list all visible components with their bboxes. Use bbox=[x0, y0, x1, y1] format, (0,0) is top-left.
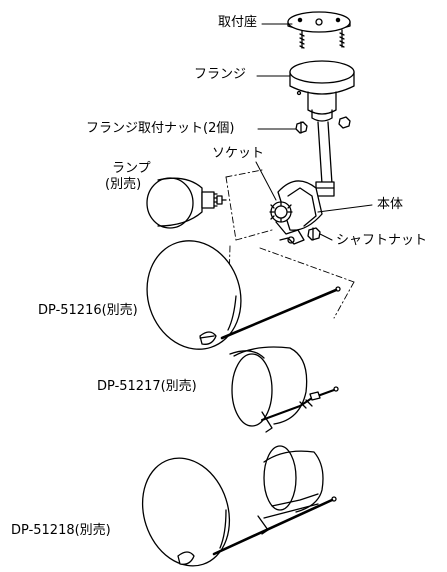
dp-51217-cylinder bbox=[229, 346, 339, 433]
label-lamp-note: (別売) bbox=[105, 177, 142, 192]
flange-nut-left bbox=[295, 121, 308, 134]
label-body: 本体 bbox=[377, 197, 404, 212]
label-socket: ソケット bbox=[212, 146, 265, 161]
label-dp-51216: DP-51216(別売) bbox=[38, 303, 138, 318]
label-mount-base: 取付座 bbox=[218, 15, 258, 30]
label-lamp: ランプ bbox=[112, 161, 151, 176]
label-flange: フランジ bbox=[194, 67, 247, 82]
label-dp-51217: DP-51217(別売) bbox=[97, 379, 197, 394]
label-dp-51218: DP-51218(別売) bbox=[11, 523, 111, 538]
label-flange-nut: フランジ取付ナット(2個) bbox=[86, 121, 235, 136]
dp-51218-disc bbox=[141, 457, 337, 567]
body-socket bbox=[269, 180, 323, 245]
lamp bbox=[146, 177, 227, 229]
stem bbox=[315, 121, 335, 197]
leader-lines bbox=[255, 23, 373, 241]
dp-51218-cylinder bbox=[257, 445, 324, 535]
label-shaft-nut: シャフトナット bbox=[336, 233, 428, 248]
mount-base bbox=[287, 11, 351, 49]
dp-51216-disc bbox=[146, 240, 341, 350]
flange-nut-right bbox=[338, 116, 351, 129]
flange bbox=[289, 60, 355, 122]
